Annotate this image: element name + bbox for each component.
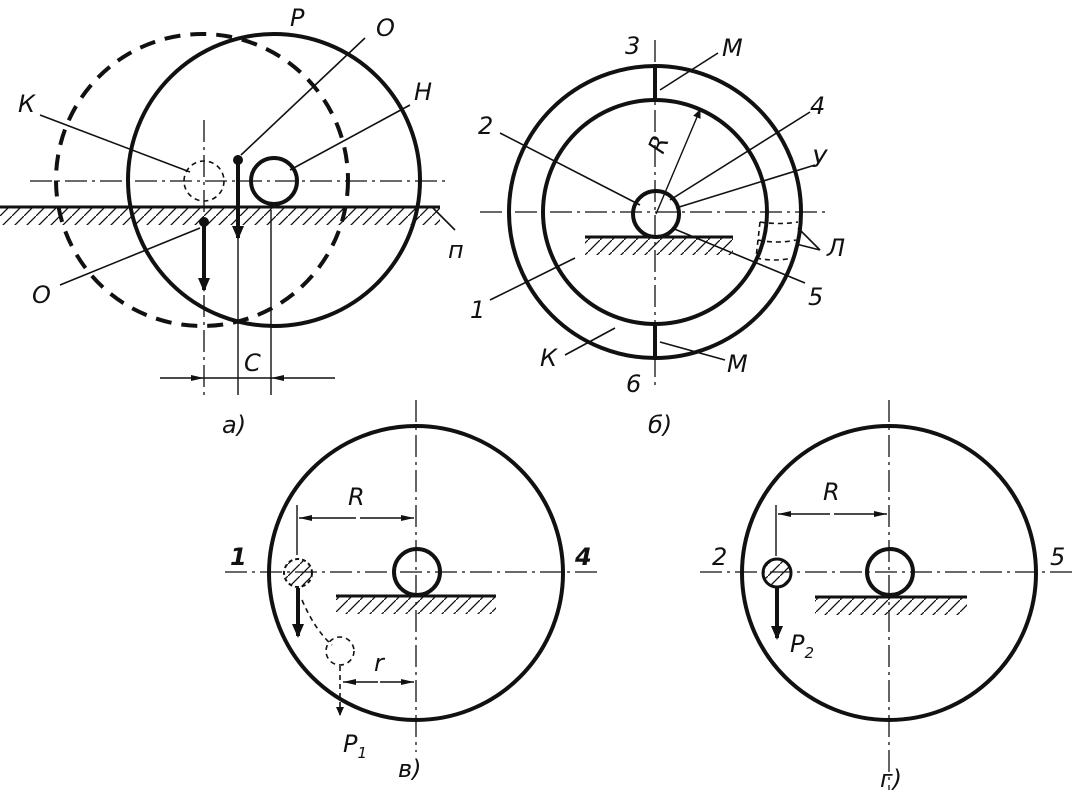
caption-a: а): [222, 411, 246, 439]
label-1-v: 1: [230, 543, 247, 571]
radius-arrow-b: [655, 109, 701, 215]
leader-o-top: [240, 37, 366, 156]
label-c: С: [244, 349, 261, 377]
label-y: У: [812, 145, 828, 173]
ground-hatch-v: [336, 596, 496, 614]
label-4-v: 4: [574, 543, 592, 571]
label-5-g: 5: [1050, 543, 1065, 571]
label-3-b: 3: [625, 32, 640, 60]
leader-m-bottom: [659, 341, 726, 361]
leader-y: [675, 164, 816, 209]
leader-h: [289, 104, 411, 171]
weight-l-arc-1: [759, 221, 799, 225]
label-m-bottom: М: [727, 350, 748, 378]
label-2-b: 2: [478, 112, 493, 140]
weight-1: [283, 558, 313, 588]
label-2-g: 2: [712, 543, 727, 571]
shaft-h: [249, 156, 299, 206]
label-n: п: [448, 236, 464, 264]
label-h: Н: [414, 78, 432, 106]
caption-g: г): [880, 765, 902, 793]
leader-k-b: [564, 327, 616, 356]
caption-b: б): [648, 411, 672, 439]
mass-center-dot-top: [233, 155, 243, 165]
label-6-b: 6: [626, 370, 641, 398]
label-r-v: R: [348, 483, 365, 511]
disk-solid-a: [126, 32, 422, 328]
leader-4: [669, 111, 811, 201]
label-p2: P2: [790, 630, 814, 662]
weight-l-arc-2: [757, 239, 797, 243]
disk-dashed-a: [54, 32, 350, 328]
leader-m-top: [659, 52, 719, 91]
weight-path-v: [301, 599, 333, 646]
label-rsmall: r: [374, 649, 386, 677]
label-k-a: К: [18, 90, 36, 118]
shaft-g: [865, 547, 915, 597]
label-o-bottom: О: [32, 281, 51, 309]
label-r-g: R: [823, 478, 840, 506]
weight-l-side: [755, 221, 761, 259]
figure-v: 1 R 4 r P1 в): [225, 400, 598, 783]
ground-hatch-b: [585, 237, 733, 255]
label-r-b: R: [643, 131, 675, 157]
figure-b: 3 М 2 4 У R Л 5 1 К М 6 б): [470, 32, 845, 439]
label-o-top: О: [376, 14, 395, 42]
label-1-b: 1: [470, 296, 485, 324]
figure-a: Р О К Н п О С а): [0, 4, 464, 439]
label-p1: P1: [343, 730, 367, 762]
label-4-b: 4: [810, 92, 825, 120]
leader-2: [499, 132, 641, 206]
weight-moved-v: [325, 636, 355, 666]
caption-v: в): [398, 755, 422, 783]
weight-2: [761, 557, 793, 589]
label-p: Р: [290, 4, 305, 32]
leader-l-2: [795, 243, 821, 251]
leader-n: [431, 206, 456, 231]
label-l: Л: [826, 234, 845, 262]
figure-g: 2 R 5 P2 г): [700, 400, 1075, 793]
label-5-b: 5: [808, 283, 823, 311]
leader-1-b: [489, 257, 576, 301]
ground-hatch-g: [815, 597, 967, 615]
label-k-b: К: [540, 344, 558, 372]
shaft-b: [631, 189, 681, 239]
mass-center-dot-bottom: [199, 217, 209, 227]
ground-hatch-a: [0, 207, 440, 225]
leader-o-bottom: [59, 227, 201, 286]
weight-l-arc-3: [755, 257, 793, 261]
leader-k-a: [39, 114, 191, 173]
label-m-top: М: [722, 34, 743, 62]
shaft-v: [392, 547, 442, 597]
leader-5: [671, 227, 806, 284]
leader-l-1: [797, 227, 821, 251]
